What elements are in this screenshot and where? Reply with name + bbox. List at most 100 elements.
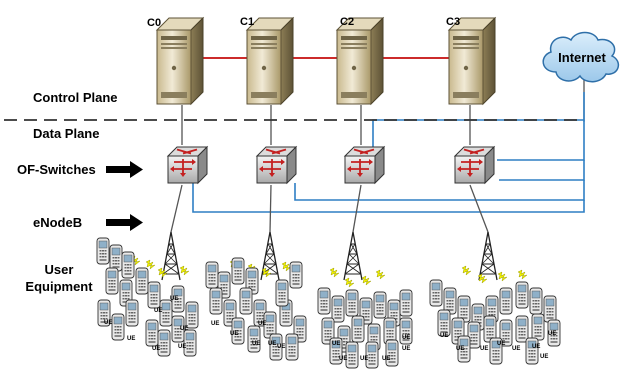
- of-switches-label: OF-Switches: [17, 162, 96, 177]
- controller-c3-icon: [448, 17, 496, 105]
- arrow-switches-icon: [106, 161, 143, 178]
- phone-icon: [365, 341, 379, 369]
- ue-label: UE: [211, 321, 219, 327]
- ue-label: UE: [497, 341, 505, 347]
- switch-0-icon: [167, 146, 208, 184]
- phone-icon: [157, 329, 171, 357]
- ue-label: UE: [268, 341, 276, 347]
- ue-label: UE: [339, 356, 347, 362]
- internet-label: Internet: [558, 50, 606, 65]
- controller-label-c2: C2: [340, 16, 354, 28]
- phone-icon: [111, 313, 125, 341]
- link-switch2-tower: [352, 184, 362, 233]
- internet-cloud-icon: [542, 31, 620, 83]
- phone-icon: [385, 339, 399, 367]
- phone-icon: [351, 315, 365, 343]
- enodeb-tower-2-icon: [343, 231, 363, 281]
- ue-label: UE: [258, 321, 266, 327]
- user-equipment-line1: User: [44, 262, 74, 277]
- switch-3-icon: [454, 146, 495, 184]
- controller-c2-icon: [336, 17, 384, 105]
- ue-label: UE: [480, 346, 488, 352]
- phone-icon: [373, 291, 387, 319]
- switch-1-icon: [256, 146, 297, 184]
- enodeb-label: eNodeB: [33, 215, 83, 230]
- phone-icon: [105, 267, 119, 295]
- ue-label: UE: [540, 354, 548, 360]
- ue-label: UE: [402, 335, 410, 341]
- link-switch1-tower: [269, 184, 272, 233]
- link-internet-switch3: [497, 120, 585, 161]
- controller-label-c3: C3: [446, 16, 460, 28]
- data-plane-links: [192, 92, 585, 213]
- phone-icon: [531, 313, 545, 341]
- phone-icon: [499, 287, 513, 315]
- ue-label: UE: [230, 331, 238, 337]
- phone-icon: [345, 289, 359, 317]
- phone-icon: [317, 287, 331, 315]
- phone-icon: [515, 281, 529, 309]
- ue-label: UE: [127, 336, 135, 342]
- ue-label: UE: [178, 344, 186, 350]
- enodeb-tower-3-icon: [478, 231, 498, 281]
- ue-label: UE: [332, 341, 340, 347]
- phone-icon: [239, 287, 253, 315]
- phone-icon: [247, 325, 261, 353]
- ue-label: UE: [152, 346, 160, 352]
- control-plane-label: Control Plane: [33, 90, 118, 105]
- ue-label: UE: [532, 344, 540, 350]
- phone-icon: [145, 319, 159, 347]
- phone-icon: [543, 295, 557, 323]
- phone-icon: [121, 251, 135, 279]
- phone-icon: [205, 261, 219, 289]
- ue-label: UE: [402, 346, 410, 352]
- phone-icon: [285, 333, 299, 361]
- phone-icon: [183, 329, 197, 357]
- controller-c0-icon: [156, 17, 204, 105]
- phone-icon: [135, 267, 149, 295]
- link-internet-switch2: [372, 92, 585, 155]
- phone-icon: [529, 287, 543, 315]
- phone-icon: [345, 341, 359, 369]
- phone-icon: [525, 337, 539, 365]
- controller-c1-icon: [246, 17, 294, 105]
- phone-icon: [125, 299, 139, 327]
- ue-label: UE: [360, 356, 368, 362]
- data-plane-label: Data Plane: [33, 126, 100, 141]
- ue-label: UE: [252, 341, 260, 347]
- ue-label: UE: [154, 308, 162, 314]
- ue-label: UE: [382, 356, 390, 362]
- phone-icon: [147, 281, 161, 309]
- controller-label-c1: C1: [240, 16, 254, 28]
- phone-icon: [399, 289, 413, 317]
- phone-icon: [289, 261, 303, 289]
- ue-label: UE: [104, 320, 112, 326]
- radio-signals: [130, 255, 528, 288]
- ue-label: UE: [170, 296, 178, 302]
- phone-icon: [429, 279, 443, 307]
- link-switch0-tower: [170, 184, 183, 233]
- link-internet-switch3b: [499, 160, 585, 181]
- ue-label: UE: [440, 333, 448, 339]
- ue-label: UE: [277, 344, 285, 350]
- ue-label: UE: [180, 326, 188, 332]
- ue-label: UE: [548, 331, 556, 337]
- phone-icon: [515, 315, 529, 343]
- link-internet-switch1: [294, 180, 585, 201]
- enodeb-tower-0-icon: [161, 231, 181, 281]
- controller-label-c0: C0: [147, 17, 161, 29]
- phone-icon: [231, 257, 245, 285]
- switch-tower-links: [170, 184, 489, 233]
- phone-icon: [275, 279, 289, 307]
- phone-icon: [209, 287, 223, 315]
- arrow-enodeb-icon: [106, 214, 143, 231]
- link-switch3-tower: [469, 184, 489, 233]
- ue-label: UE: [456, 346, 464, 352]
- phone-icon: [185, 301, 199, 329]
- switch-2-icon: [344, 146, 385, 184]
- phone-icon: [109, 244, 123, 272]
- user-equipment-line2: Equipment: [25, 279, 93, 294]
